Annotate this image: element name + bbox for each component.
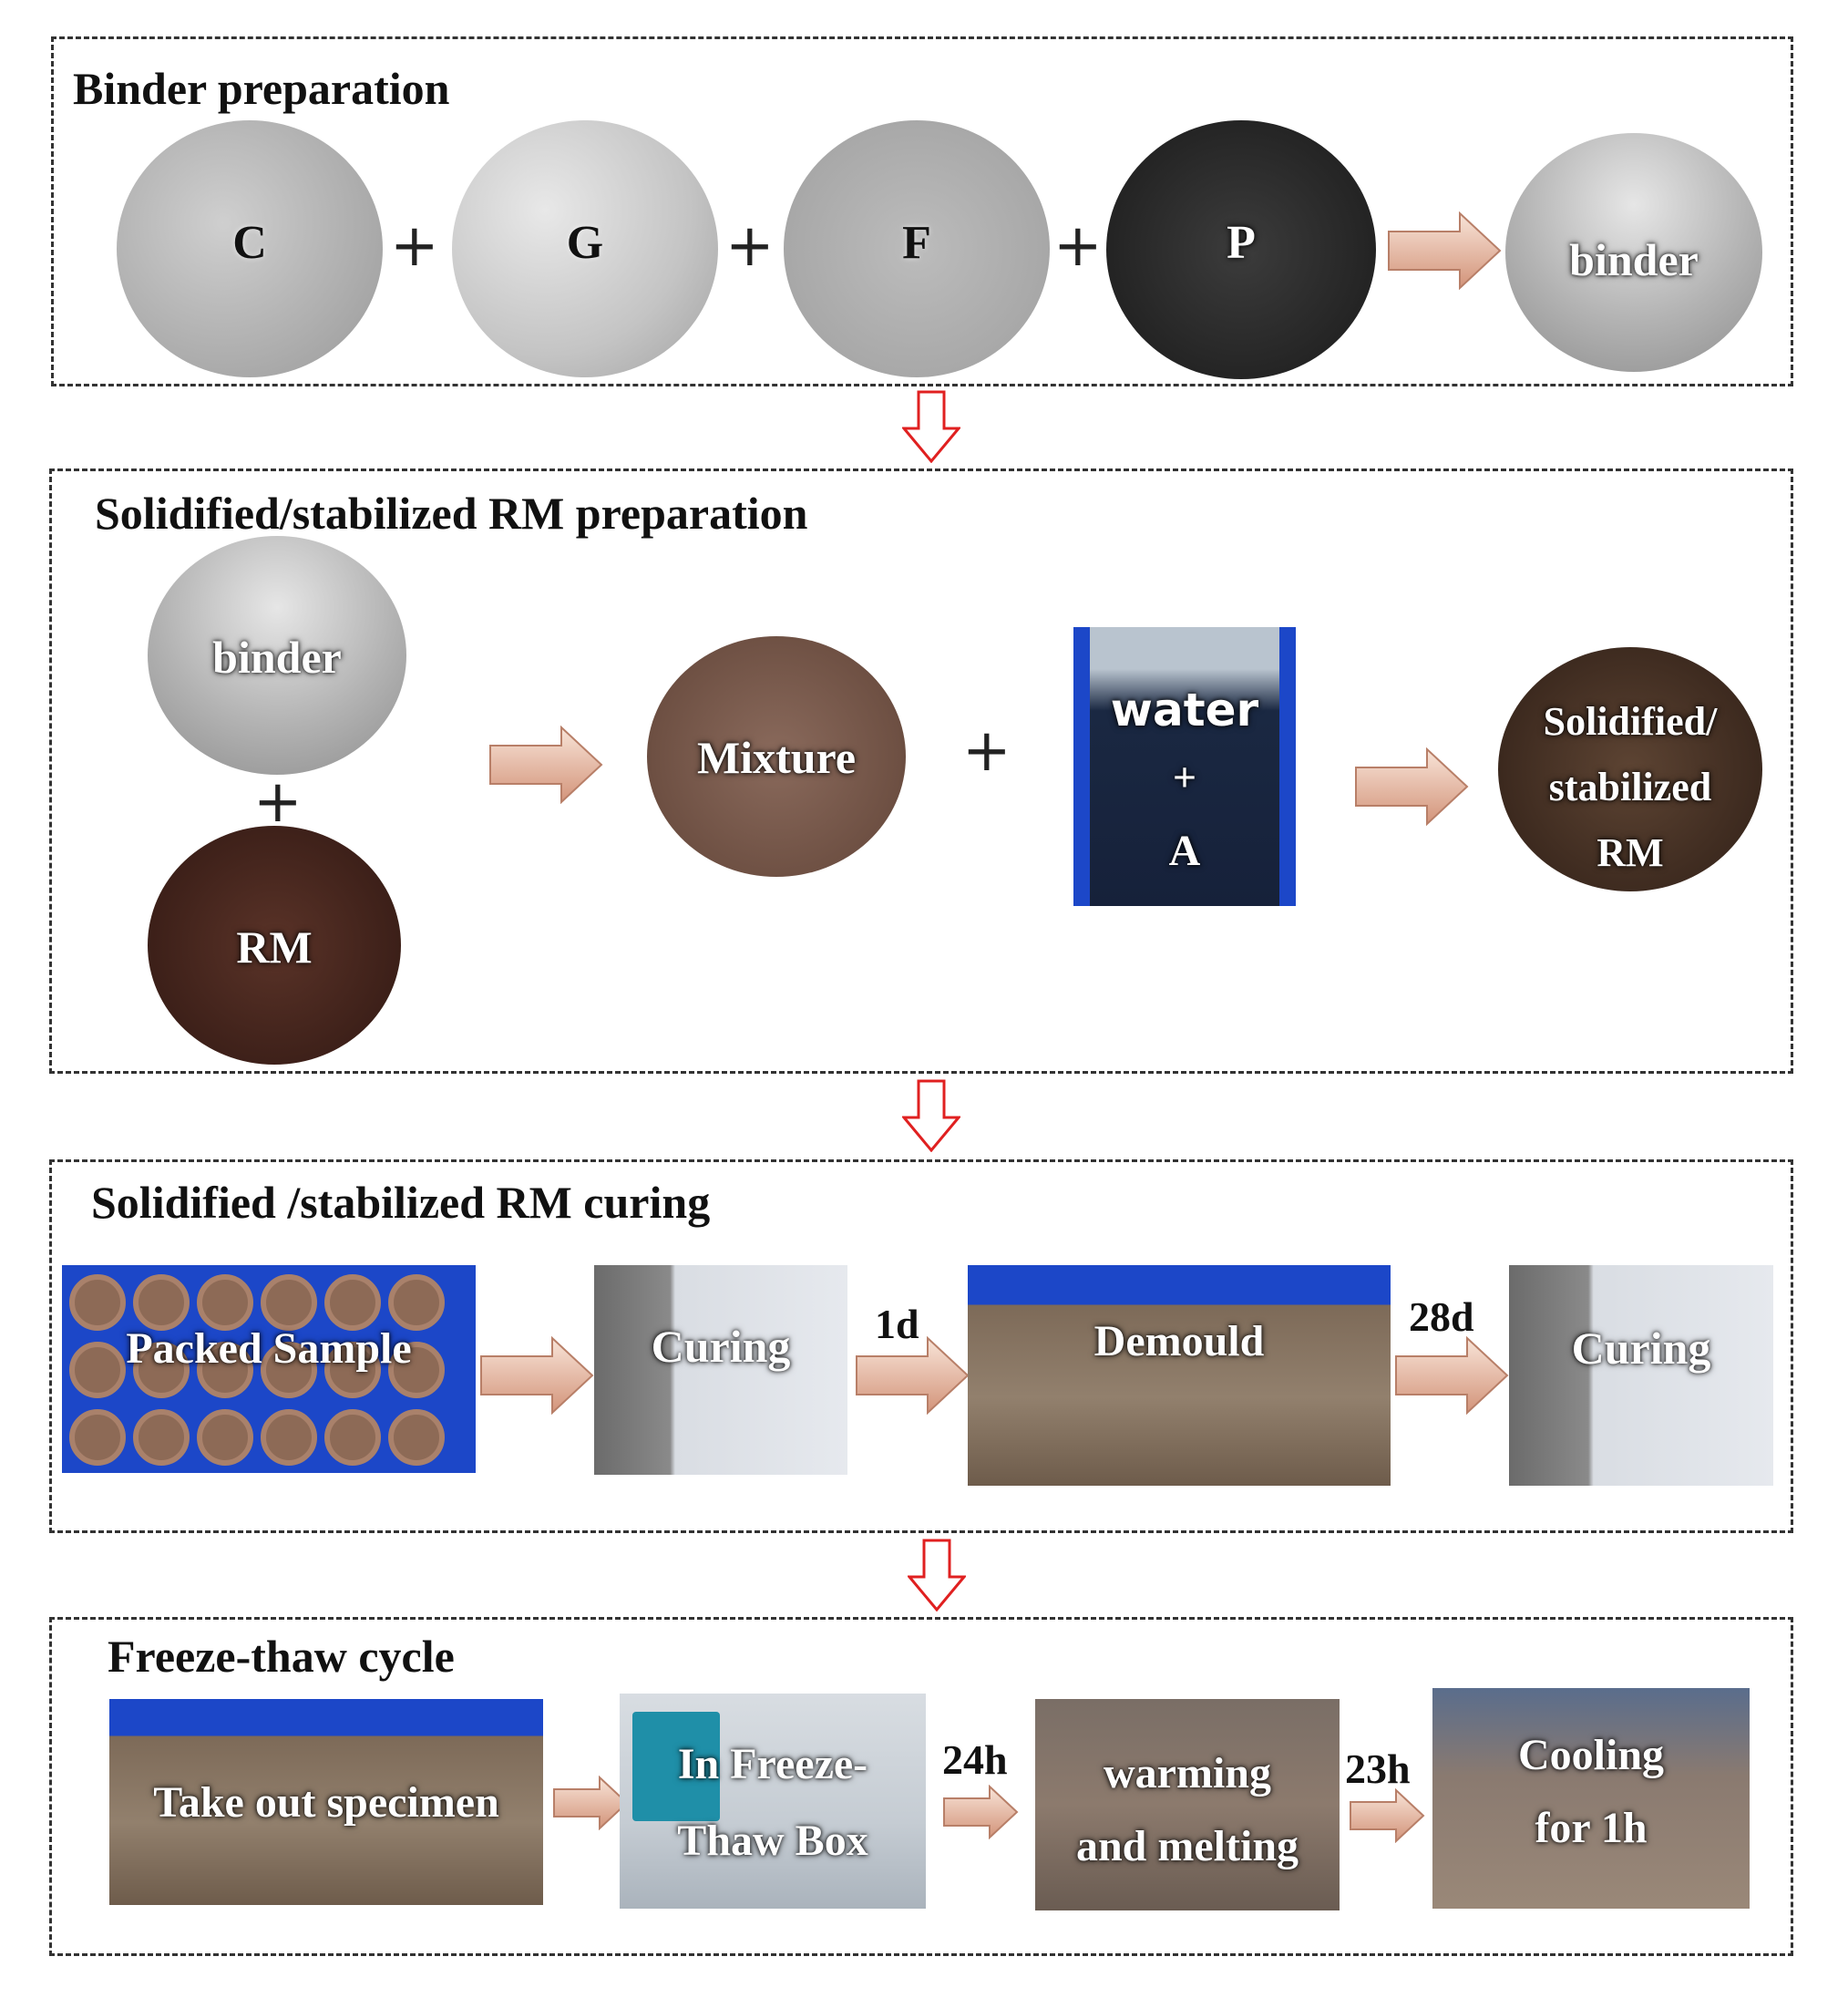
curing-chamber-photo: Curing bbox=[594, 1265, 847, 1475]
cooling-photo: Cooling for 1h bbox=[1432, 1688, 1750, 1909]
srm-preparation-title: Solidified/stabilized RM preparation bbox=[95, 488, 808, 539]
curing-chamber-photo: Curing bbox=[1509, 1265, 1773, 1486]
binder-powder: binder bbox=[148, 536, 406, 775]
down-arrow-icon bbox=[908, 1539, 966, 1612]
flyash-powder: F bbox=[784, 120, 1050, 377]
rm-label: RM bbox=[236, 922, 313, 973]
curing-label: Curing bbox=[651, 1321, 791, 1372]
cool-label-line2: for 1h bbox=[1535, 1804, 1648, 1852]
binder-preparation-section bbox=[51, 36, 1793, 386]
plus-sign: + bbox=[962, 717, 1011, 785]
right-arrow-icon bbox=[480, 1336, 594, 1415]
right-arrow-icon bbox=[553, 1776, 629, 1830]
specimens-photo: Take out specimen bbox=[109, 1699, 543, 1905]
water-label: water bbox=[1110, 684, 1259, 736]
freeze-thaw-section bbox=[49, 1617, 1793, 1956]
cement-label: C bbox=[232, 217, 267, 269]
right-arrow-icon bbox=[1388, 211, 1502, 290]
box-label-line2: Thaw Box bbox=[677, 1817, 868, 1865]
right-arrow-icon bbox=[1350, 1788, 1425, 1843]
flyash-label: F bbox=[902, 217, 931, 269]
time-1d-label: 1d bbox=[875, 1301, 919, 1347]
a-label: A bbox=[1168, 827, 1201, 875]
down-arrow-icon bbox=[902, 1079, 960, 1152]
curing-label: Curing bbox=[1571, 1323, 1711, 1374]
freeze-thaw-box-photo: In Freeze- Thaw Box bbox=[620, 1694, 926, 1909]
gypsum-powder: G bbox=[452, 120, 718, 377]
mixture-label: Mixture bbox=[696, 732, 857, 783]
p-label: P bbox=[1227, 217, 1256, 269]
right-arrow-icon bbox=[489, 726, 603, 804]
right-arrow-icon bbox=[943, 1785, 1019, 1839]
plus-label: + bbox=[1172, 754, 1197, 800]
warm-label-line2: and melting bbox=[1075, 1822, 1299, 1870]
right-arrow-icon bbox=[856, 1336, 970, 1415]
water-beaker-photo: water + A bbox=[1073, 627, 1296, 906]
p-powder: P bbox=[1106, 120, 1376, 379]
binder-powder: binder bbox=[1505, 133, 1762, 372]
warm-label-line1: warming bbox=[1104, 1749, 1271, 1797]
ss-label-line3: RM bbox=[1596, 830, 1664, 875]
ss-label-line1: Solidified/ bbox=[1543, 699, 1718, 744]
ss-label-line2: stabilized bbox=[1548, 765, 1712, 809]
gypsum-label: G bbox=[566, 217, 604, 269]
cement-powder: C bbox=[117, 120, 383, 377]
binder-label: binder bbox=[1569, 234, 1699, 285]
packed-sample-photo: Packed Sample bbox=[62, 1265, 476, 1473]
time-28d-label: 28d bbox=[1409, 1293, 1474, 1340]
solidified-rm-powder: Solidified/ stabilized RM bbox=[1498, 647, 1762, 891]
time-24h-label: 24h bbox=[942, 1736, 1008, 1783]
binder-label: binder bbox=[212, 632, 342, 683]
mixture-powder: Mixture bbox=[647, 636, 906, 877]
red-mud-powder: RM bbox=[148, 826, 401, 1065]
packed-sample-label: Packed Sample bbox=[126, 1324, 412, 1373]
binder-preparation-title: Binder preparation bbox=[73, 63, 450, 114]
box-label-line1: In Freeze- bbox=[677, 1740, 868, 1788]
freeze-thaw-title: Freeze-thaw cycle bbox=[108, 1631, 455, 1682]
cool-label-line1: Cooling bbox=[1517, 1731, 1665, 1779]
demould-label: Demould bbox=[1093, 1317, 1265, 1365]
srm-curing-title: Solidified /stabilized RM curing bbox=[91, 1177, 711, 1228]
down-arrow-icon bbox=[902, 390, 960, 463]
plus-sign: + bbox=[253, 768, 303, 836]
plus-sign: + bbox=[390, 212, 439, 280]
right-arrow-icon bbox=[1395, 1336, 1509, 1415]
srm-preparation-section bbox=[49, 469, 1793, 1074]
plus-sign: + bbox=[1053, 212, 1103, 280]
take-out-label: Take out specimen bbox=[153, 1778, 499, 1827]
srm-curing-section bbox=[49, 1159, 1793, 1533]
time-23h-label: 23h bbox=[1345, 1745, 1411, 1792]
warming-tray-photo: warming and melting bbox=[1035, 1699, 1340, 1910]
demould-photo: Demould bbox=[968, 1265, 1391, 1486]
right-arrow-icon bbox=[1355, 747, 1469, 826]
plus-sign: + bbox=[725, 212, 775, 280]
